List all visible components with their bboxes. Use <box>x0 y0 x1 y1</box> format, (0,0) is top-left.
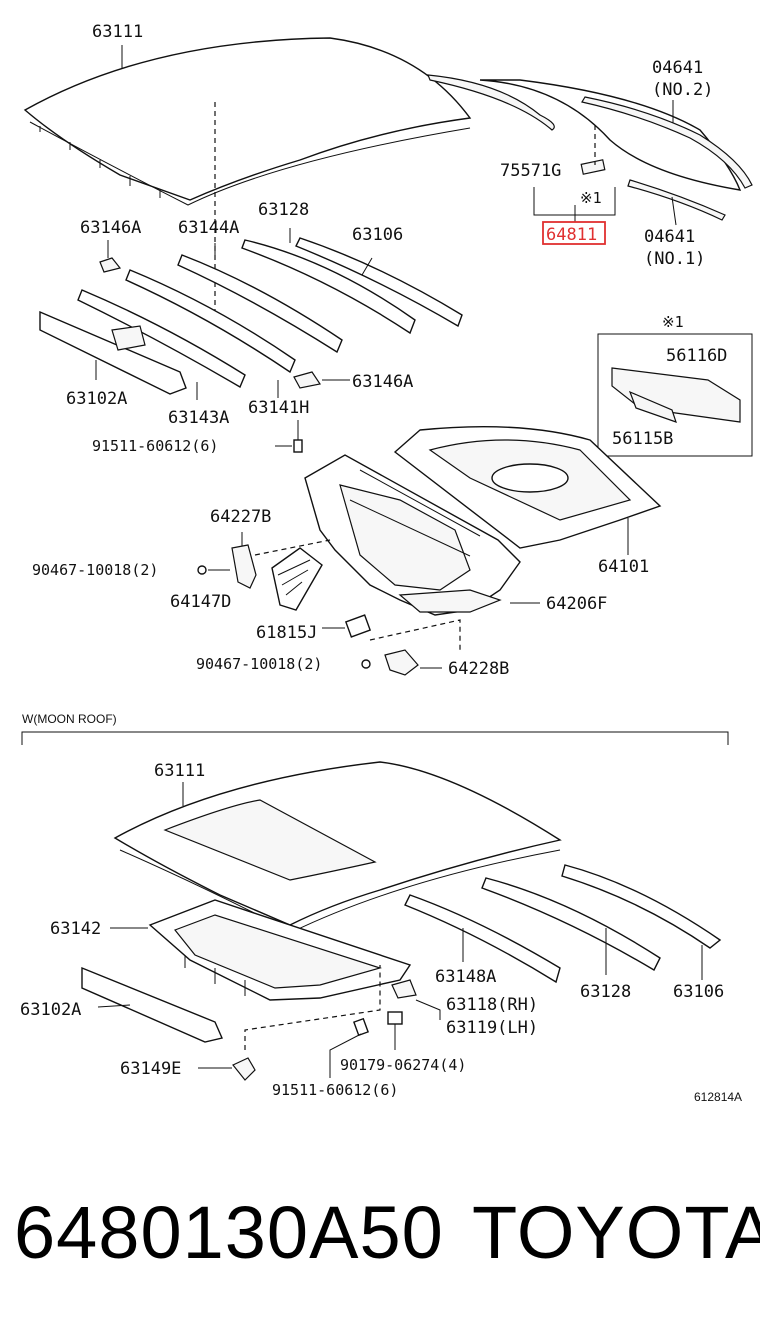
label-61815j: 61815J <box>256 623 317 643</box>
label-63118-rh: 63118(RH) <box>446 995 538 1015</box>
label-63106-bottom: 63106 <box>673 982 724 1002</box>
label-ref-mark-1: ※1 <box>580 189 602 207</box>
label-63102a-top: 63102A <box>66 389 127 409</box>
label-64147d: 64147D <box>170 592 231 612</box>
label-inset-mark: ※1 <box>662 313 684 331</box>
label-63149e: 63149E <box>120 1059 181 1079</box>
back-window-group <box>427 74 753 226</box>
label-56115b: 56115B <box>612 429 673 449</box>
label-63128-top: 63128 <box>258 200 309 220</box>
package-tray-group <box>241 425 662 616</box>
roof-panel-top <box>23 37 472 206</box>
label-56116d: 56116D <box>666 346 727 366</box>
label-63143a: 63143A <box>168 408 229 428</box>
label-63128-bottom: 63128 <box>580 982 631 1002</box>
inset-box <box>597 333 753 457</box>
bolt-91511-top <box>275 420 303 453</box>
label-63144a: 63144A <box>178 218 239 238</box>
label-64227b: 64227B <box>210 507 271 527</box>
label-64811-highlighted: 64811 <box>546 225 597 245</box>
label-63141h: 63141H <box>248 398 309 418</box>
label-63102a-bottom: 63102A <box>20 1000 81 1020</box>
label-90467-a: 90467-10018(2) <box>32 561 158 579</box>
label-91511-top: 91511-60612(6) <box>92 437 218 455</box>
label-63148a: 63148A <box>435 967 496 987</box>
label-64206f: 64206F <box>546 594 607 614</box>
label-91511-bottom: 91511-60612(6) <box>272 1081 398 1099</box>
label-64101: 64101 <box>598 557 649 577</box>
label-63111-bottom: 63111 <box>154 761 205 781</box>
label-63106-top: 63106 <box>352 225 403 245</box>
sunroof-frame <box>110 899 412 1001</box>
figure-code: 612814A <box>694 1090 742 1104</box>
label-90467-b: 90467-10018(2) <box>196 655 322 673</box>
highlight-box <box>542 221 606 245</box>
footer: 6480130A50 TOYOTA <box>0 1180 760 1290</box>
reinforcements-bottom <box>81 864 722 1043</box>
label-63119-lh: 63119(LH) <box>446 1018 538 1038</box>
roof-reinforcements-top <box>39 228 463 400</box>
tray-small-parts <box>197 539 461 676</box>
label-04641-no1: 04641 <box>644 227 695 247</box>
label-04641-no1-sub: (NO.1) <box>644 249 705 269</box>
parts-diagram: 63111 04641 (NO.2) 75571G ※1 64811 04641… <box>20 22 753 1104</box>
section-title-moon-roof: W(MOON ROOF) <box>22 712 117 726</box>
section-bracket <box>21 731 729 745</box>
part-number: 6480130A50 <box>14 1191 444 1274</box>
label-63146a-top: 63146A <box>80 218 141 238</box>
label-04641-no2: 04641 <box>652 58 703 78</box>
brand-name: TOYOTA <box>472 1191 760 1274</box>
label-75571g: 75571G <box>500 161 561 181</box>
label-63111-top: 63111 <box>92 22 143 42</box>
bottom-small-parts <box>198 965 441 1081</box>
label-63146a-mid: 63146A <box>352 372 413 392</box>
label-64228b: 64228B <box>448 659 509 679</box>
roof-panel-moonroof <box>113 761 562 933</box>
label-90179: 90179-06274(4) <box>340 1056 466 1074</box>
label-63142: 63142 <box>50 919 101 939</box>
label-04641-no2-sub: (NO.2) <box>652 80 713 100</box>
